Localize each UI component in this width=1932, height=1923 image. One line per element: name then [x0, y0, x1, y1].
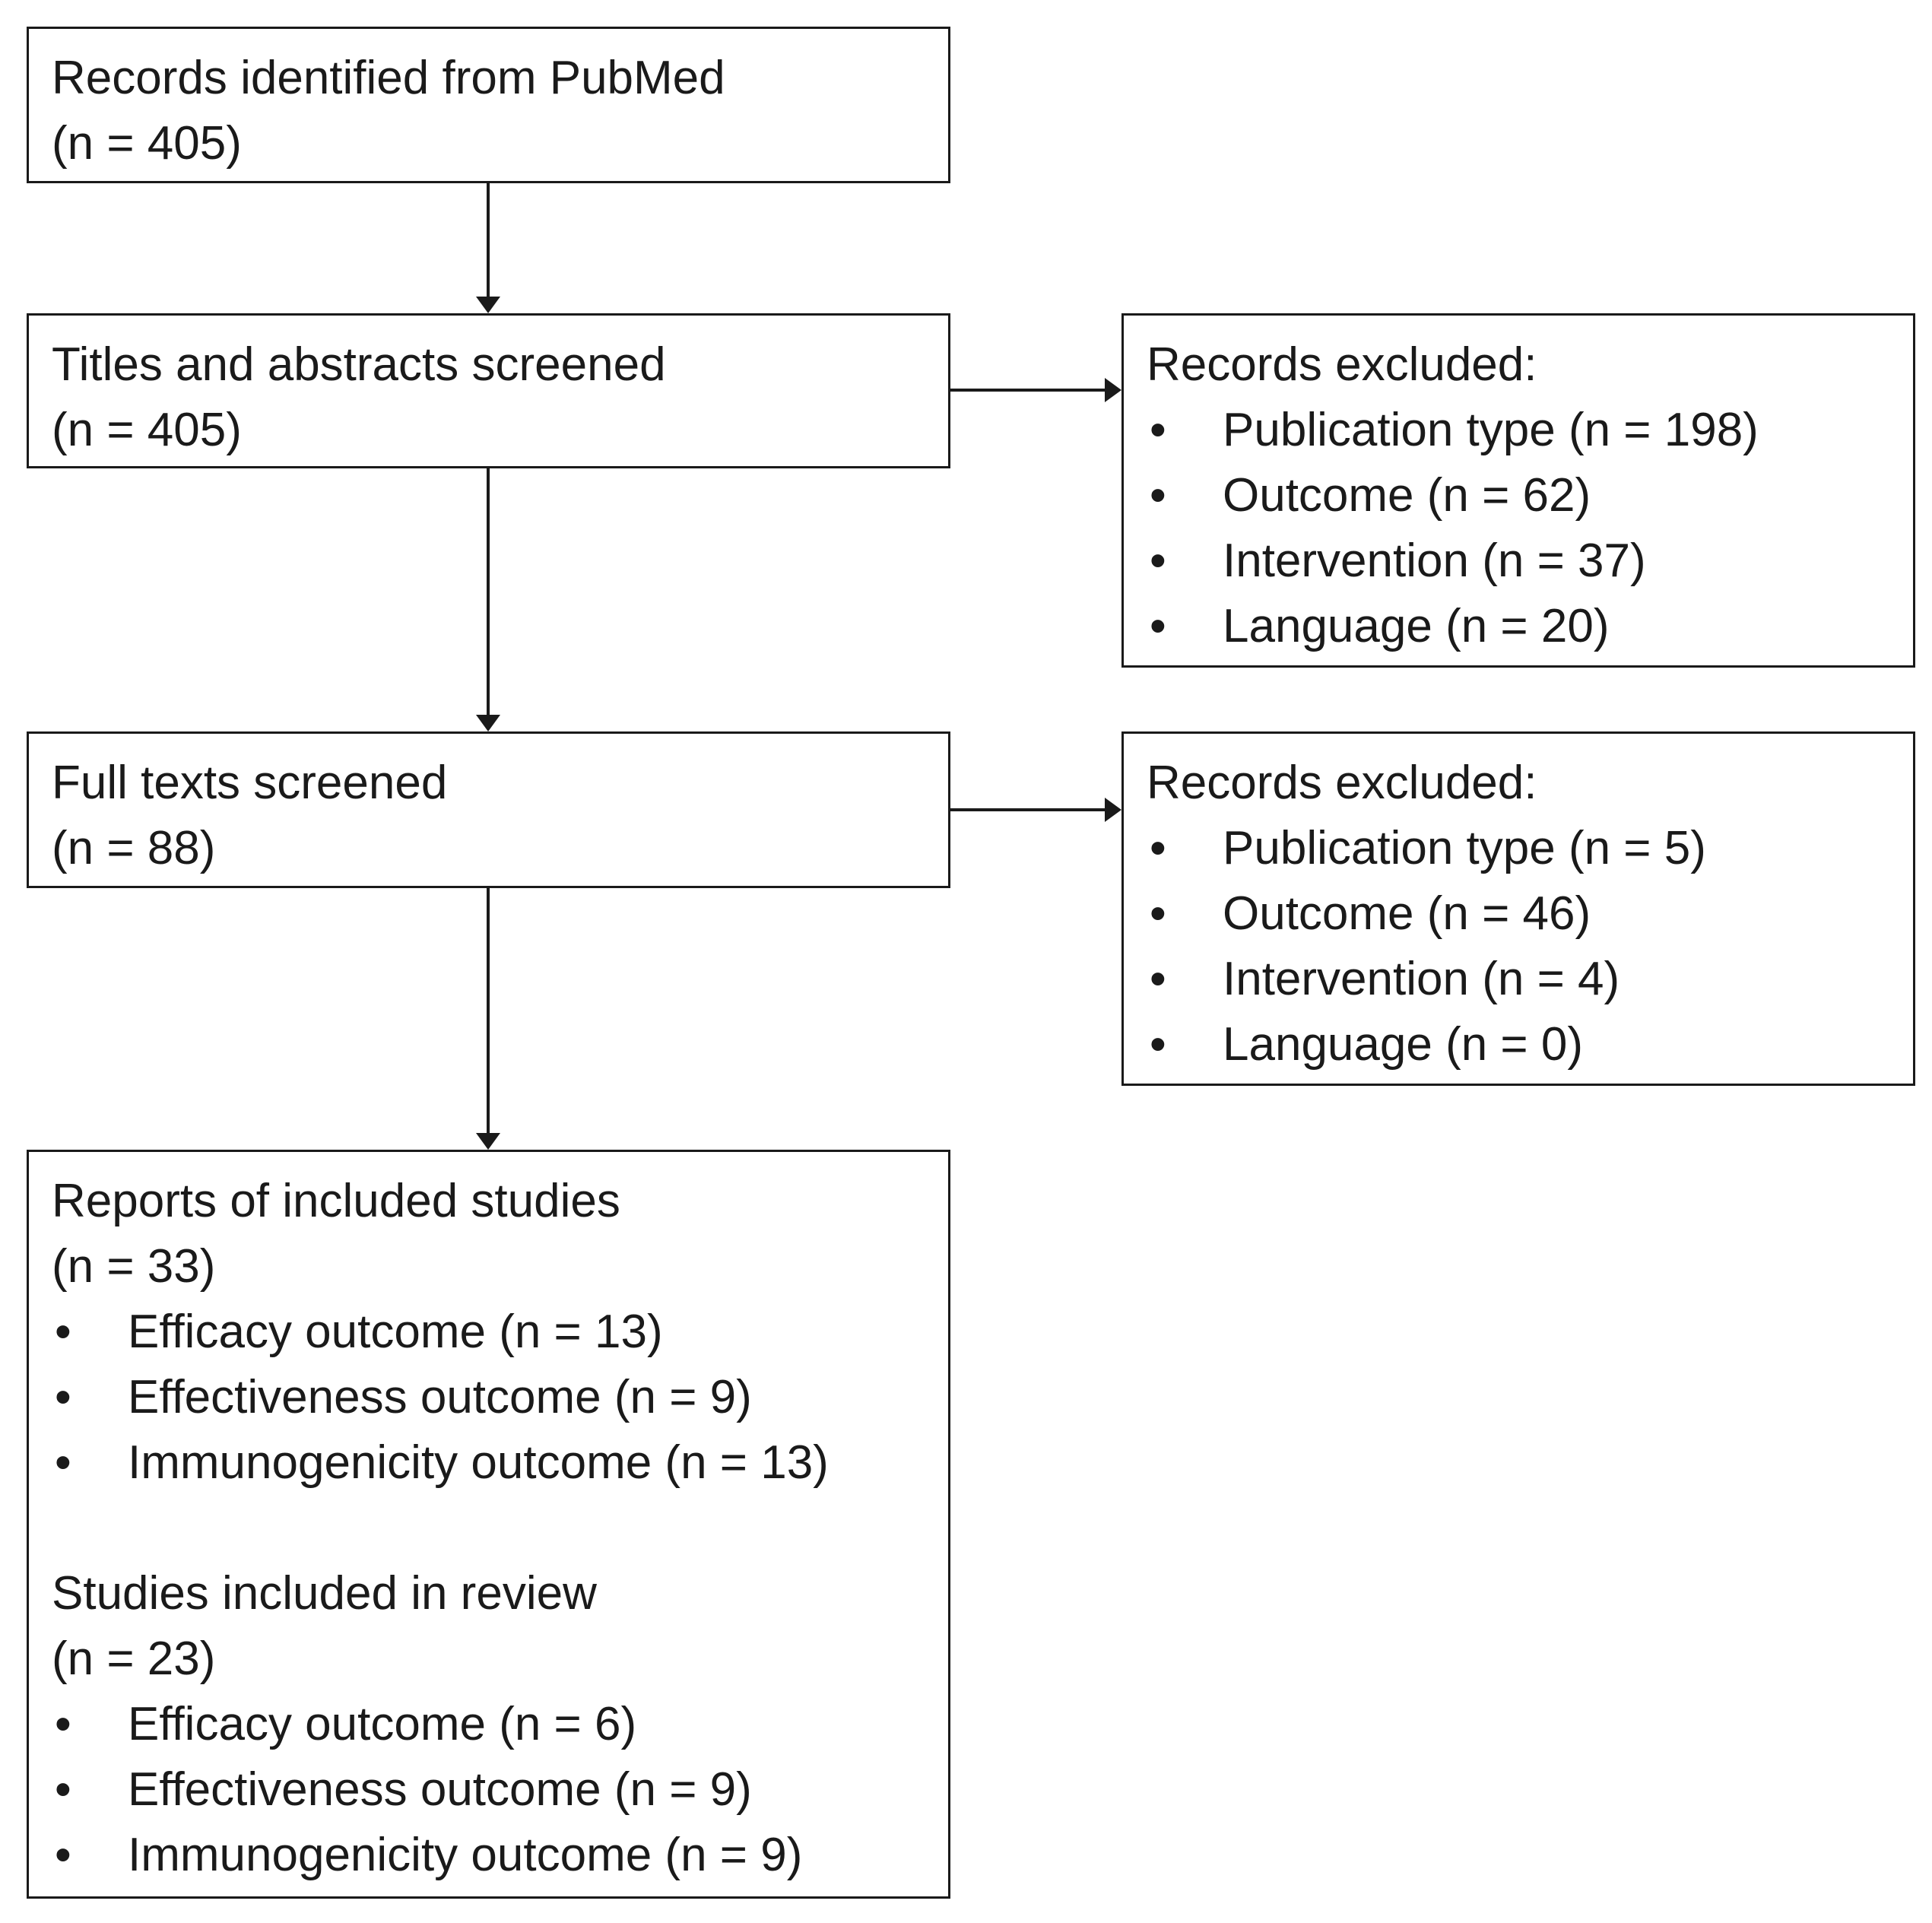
studies-list: Efficacy outcome (n = 6) Effectiveness o… [52, 1692, 925, 1888]
list-item: Intervention (n = 4) [1147, 947, 1890, 1012]
arrow-records-to-titles [476, 183, 500, 313]
excluded-1-heading: Records excluded: [1147, 338, 1537, 391]
records-identified-count: (n = 405) [52, 117, 242, 170]
excluded-box-1: Records excluded: Publication type (n = … [1121, 313, 1915, 668]
excluded-2-list: Publication type (n = 5) Outcome (n = 46… [1147, 816, 1890, 1077]
reports-label: Reports of included studies [52, 1175, 620, 1227]
included-studies-box: Reports of included studies (n = 33) Eff… [27, 1150, 950, 1899]
list-item: Immunogenicity outcome (n = 9) [52, 1823, 925, 1888]
reports-list: Efficacy outcome (n = 13) Effectiveness … [52, 1299, 925, 1496]
studies-count: (n = 23) [52, 1633, 216, 1685]
arrow-fulltexts-to-reports [476, 888, 500, 1150]
arrow-titles-to-excluded-1 [950, 378, 1121, 402]
full-texts-count: (n = 88) [52, 822, 216, 874]
list-item: Language (n = 0) [1147, 1012, 1890, 1077]
titles-abstracts-box: Titles and abstracts screened (n = 405) [27, 313, 950, 468]
excluded-1-list: Publication type (n = 198) Outcome (n = … [1147, 398, 1890, 659]
arrow-titles-to-fulltexts [476, 468, 500, 731]
list-item: Effectiveness outcome (n = 9) [52, 1757, 925, 1823]
list-item: Intervention (n = 37) [1147, 528, 1890, 594]
list-item: Efficacy outcome (n = 13) [52, 1299, 925, 1365]
list-item: Outcome (n = 62) [1147, 463, 1890, 528]
titles-abstracts-count: (n = 405) [52, 404, 242, 456]
titles-abstracts-label: Titles and abstracts screened [52, 338, 666, 391]
excluded-box-2: Records excluded: Publication type (n = … [1121, 731, 1915, 1086]
list-item: Language (n = 20) [1147, 594, 1890, 659]
list-item: Publication type (n = 5) [1147, 816, 1890, 881]
list-item: Efficacy outcome (n = 6) [52, 1692, 925, 1757]
full-texts-label: Full texts screened [52, 757, 448, 809]
records-identified-label: Records identified from PubMed [52, 52, 725, 104]
list-item: Immunogenicity outcome (n = 13) [52, 1430, 925, 1496]
arrow-fulltexts-to-excluded-2 [950, 798, 1121, 822]
studies-label: Studies included in review [52, 1567, 597, 1620]
records-identified-box: Records identified from PubMed (n = 405) [27, 27, 950, 183]
section-spacer [52, 1496, 925, 1561]
full-texts-box: Full texts screened (n = 88) [27, 731, 950, 888]
list-item: Effectiveness outcome (n = 9) [52, 1365, 925, 1430]
list-item: Publication type (n = 198) [1147, 398, 1890, 463]
excluded-2-heading: Records excluded: [1147, 757, 1537, 809]
list-item: Outcome (n = 46) [1147, 881, 1890, 947]
reports-count: (n = 33) [52, 1240, 216, 1293]
